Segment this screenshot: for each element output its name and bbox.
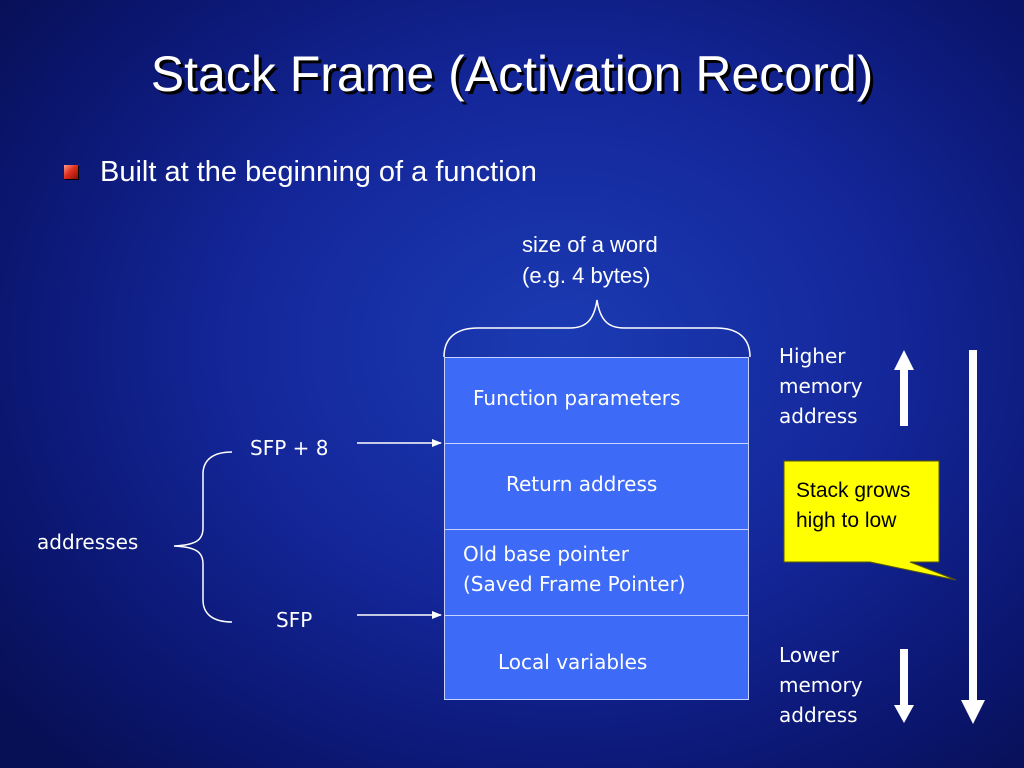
word-size-line-1: size of a word xyxy=(522,232,658,257)
stack-growth-arrow xyxy=(961,350,985,724)
cell-label: Old base pointer (Saved Frame Pointer) xyxy=(463,539,686,599)
bullet-point: Built at the beginning of a function xyxy=(64,154,537,190)
word-size-brace xyxy=(443,299,751,358)
sfp-plus-8-label: SFP + 8 xyxy=(250,436,329,460)
higher-line-1: Higher xyxy=(779,344,846,368)
down-arrow-icon xyxy=(894,649,914,723)
lower-memory-label: Lower memory address xyxy=(779,640,863,730)
higher-line-3: address xyxy=(779,404,858,428)
callout-line-2: high to low xyxy=(796,509,897,532)
sfp-label: SFP xyxy=(276,608,313,632)
lower-line-3: address xyxy=(779,703,858,727)
stack-cell-local-variables: Local variables xyxy=(444,615,749,700)
stack-cell-return-address: Return address xyxy=(444,443,749,530)
up-arrow-icon xyxy=(894,350,914,426)
cell-label-line-2: (Saved Frame Pointer) xyxy=(463,572,686,596)
stack-cell-function-parameters: Function parameters xyxy=(444,357,749,444)
callout-text: Stack grows high to low xyxy=(796,476,910,536)
higher-line-2: memory xyxy=(779,374,863,398)
lower-line-2: memory xyxy=(779,673,863,697)
addresses-brace xyxy=(173,451,233,623)
callout-box xyxy=(783,460,957,581)
cell-label: Return address xyxy=(506,472,658,496)
cell-label-line-1: Old base pointer xyxy=(463,542,629,566)
bullet-text: Built at the beginning of a function xyxy=(100,155,537,188)
lower-line-1: Lower xyxy=(779,643,839,667)
callout-line-1: Stack grows xyxy=(796,479,911,502)
cell-label: Local variables xyxy=(498,650,648,674)
higher-memory-label: Higher memory address xyxy=(779,341,863,431)
cell-label: Function parameters xyxy=(473,386,681,410)
word-size-label: size of a word (e.g. 4 bytes) xyxy=(522,229,658,291)
stack-cell-old-base-pointer: Old base pointer (Saved Frame Pointer) xyxy=(444,529,749,616)
red-square-bullet-icon xyxy=(64,165,78,179)
word-size-line-2: (e.g. 4 bytes) xyxy=(522,263,651,288)
addresses-label: addresses xyxy=(37,530,139,554)
slide-title: Stack Frame (Activation Record) xyxy=(150,46,874,102)
